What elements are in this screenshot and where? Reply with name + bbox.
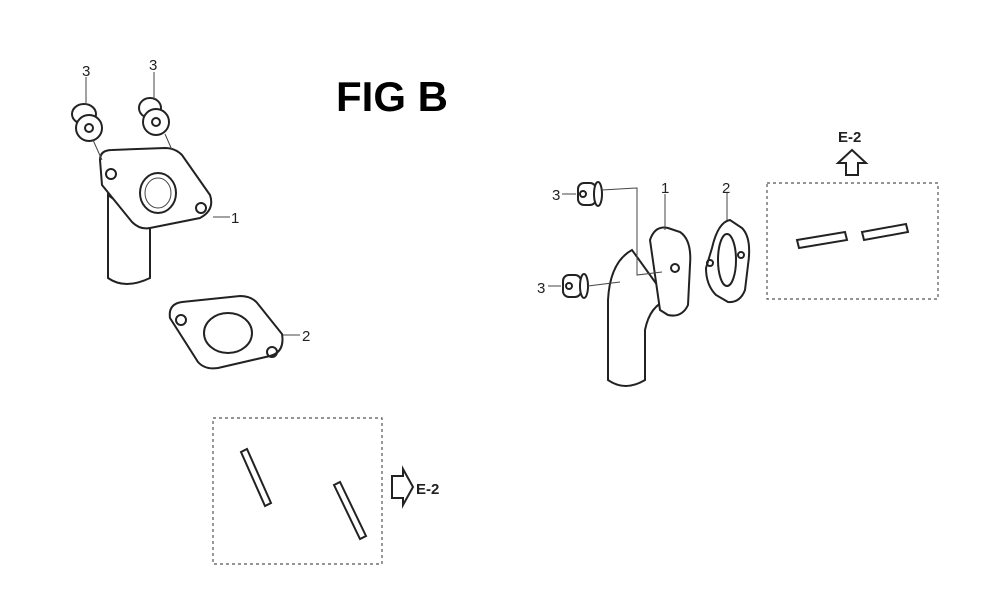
callout-2: 2: [302, 328, 310, 345]
callout-3: 3: [537, 280, 545, 297]
callout-3: 3: [552, 187, 560, 204]
left-flange-part-1: [98, 146, 213, 230]
left-nut-b: [138, 97, 170, 136]
callout-3: 3: [149, 57, 157, 74]
left-view: 3 3 1 2 E-2: [71, 57, 439, 565]
callout-3: 3: [82, 63, 90, 80]
left-stud-b: [332, 480, 368, 541]
callout-1: 1: [661, 180, 669, 197]
arrow-up-icon: [835, 148, 869, 176]
reference-e2: E-2: [838, 129, 861, 146]
right-pipe-part-1: [607, 248, 670, 387]
right-studs-box: [766, 182, 939, 300]
right-nut-b: [562, 273, 589, 299]
right-stud-a: [795, 230, 849, 250]
right-flange-part-1: [648, 226, 692, 317]
left-stud-a: [239, 447, 273, 508]
callout-1: 1: [231, 210, 239, 227]
callout-2: 2: [722, 180, 730, 197]
left-gasket-part-2: [168, 294, 284, 370]
right-gasket-part-2: [704, 218, 751, 304]
right-view: 3 3 1 2 E-2: [537, 129, 939, 387]
arrow-right-icon: [391, 465, 415, 509]
figure-title: FIG B: [336, 73, 448, 120]
left-nut-a: [71, 103, 103, 142]
right-stud-b: [860, 222, 910, 242]
right-nut-a: [577, 181, 603, 207]
left-pipe: [107, 193, 151, 285]
left-studs-box: [212, 417, 383, 565]
reference-e2: E-2: [416, 481, 439, 498]
